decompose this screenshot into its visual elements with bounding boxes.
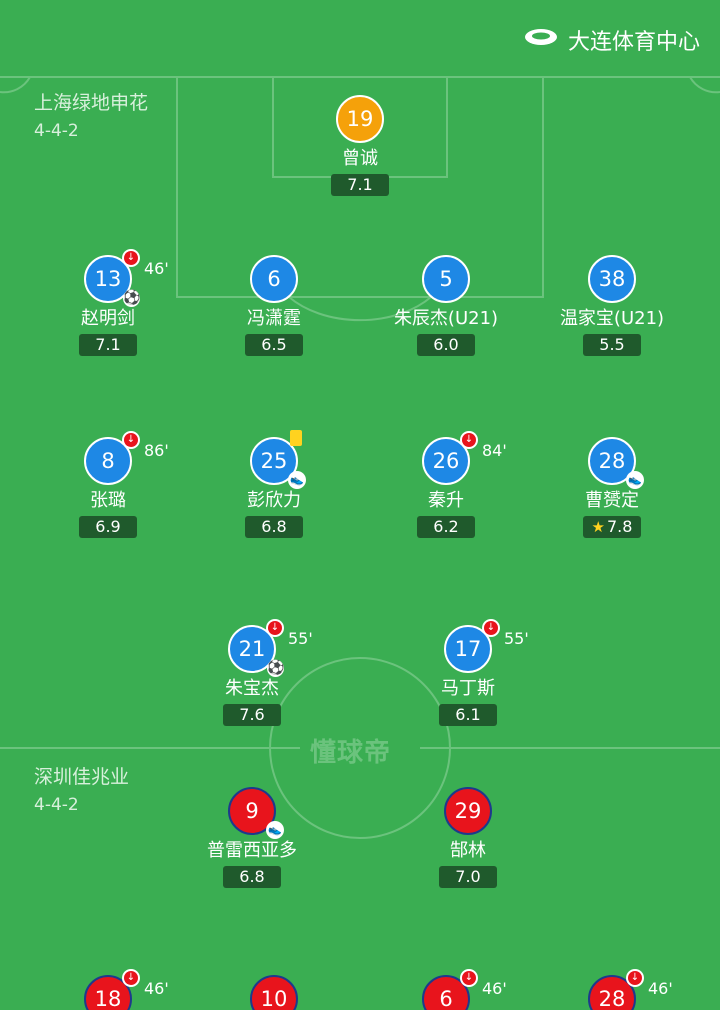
venue-name: 大连体育中心: [567, 30, 700, 55]
player-number: 18 ↓ 46': [84, 969, 169, 1010]
player-name: 彭欣力: [247, 490, 301, 511]
player-number: 5: [422, 255, 470, 303]
player-card[interactable]: 28 👟 曹赟定 ★7.8: [542, 437, 682, 538]
substituted-off-icon: ↓: [122, 431, 140, 449]
player-card[interactable]: 9 👟 普雷西亚多 6.8: [182, 787, 322, 888]
player-number: 21 ↓ 55' ⚽: [228, 619, 313, 677]
player-name: 朱辰杰(U21): [393, 308, 499, 329]
player-number: 26 ↓ 84': [422, 431, 507, 485]
player-number: 19: [336, 95, 384, 143]
player-name: 秦升: [428, 490, 464, 511]
sub-minute: 46': [144, 979, 169, 998]
player-rating: 6.8: [223, 866, 281, 888]
home-team-label: 上海绿地申花 4-4-2: [34, 89, 148, 145]
player-rating: 6.9: [79, 516, 137, 538]
substituted-off-icon: ↓: [460, 431, 478, 449]
player-card[interactable]: 8 ↓ 86' 张璐 6.9: [38, 431, 178, 538]
player-card[interactable]: 25 👟 彭欣力 6.8: [204, 430, 344, 538]
player-card[interactable]: 38 温家宝(U21) 5.5: [542, 255, 682, 356]
player-name: 曹赟定: [585, 490, 639, 511]
player-name: 朱宝杰: [225, 678, 279, 699]
star-icon: ★: [591, 518, 605, 536]
player-rating: 7.1: [331, 174, 389, 196]
stadium-icon: [524, 27, 558, 53]
goal-ball-icon: ⚽: [267, 660, 285, 677]
player-name: 马丁斯: [441, 678, 495, 699]
player-number: 10: [250, 975, 298, 1010]
player-number: 6: [250, 255, 298, 303]
player-card[interactable]: 13 ↓ 46' ⚽ 赵明剑 7.1: [38, 249, 178, 356]
player-rating: 7.0: [439, 866, 497, 888]
substituted-off-icon: ↓: [122, 249, 140, 267]
player-number: 28 ↓ 46': [588, 969, 673, 1010]
player-number: 25 👟: [250, 430, 306, 489]
sub-minute: 86': [144, 441, 169, 460]
player-card[interactable]: 21 ↓ 55' ⚽ 朱宝杰 7.6: [182, 619, 322, 726]
player-card[interactable]: 28 ↓ 46': [542, 969, 682, 1010]
player-card[interactable]: 6 冯潇霆 6.5: [204, 255, 344, 356]
player-card[interactable]: 26 ↓ 84' 秦升 6.2: [376, 431, 516, 538]
player-name: 温家宝(U21): [559, 308, 665, 329]
player-card[interactable]: 10: [204, 975, 344, 1010]
watermark-logo: 懂球帝: [310, 738, 392, 768]
player-card[interactable]: 18 ↓ 46': [38, 969, 178, 1010]
assist-boot-icon: 👟: [266, 821, 284, 839]
player-number: 8 ↓ 86': [84, 431, 169, 485]
substituted-off-icon: ↓: [266, 619, 284, 637]
player-number: 28 👟: [588, 437, 644, 489]
player-rating: 6.2: [417, 516, 475, 538]
venue-label: 大连体育中心: [524, 24, 700, 56]
assist-boot-icon: 👟: [626, 471, 644, 489]
player-name: 赵明剑: [81, 308, 135, 329]
sub-minute: 84': [482, 441, 507, 460]
substituted-off-icon: ↓: [482, 619, 500, 637]
player-number: 29: [444, 787, 492, 835]
goal-ball-icon: ⚽: [123, 290, 141, 307]
player-rating: 6.1: [439, 704, 497, 726]
home-team-name: 上海绿地申花: [34, 92, 149, 114]
player-rating: 6.5: [245, 334, 303, 356]
away-team-label: 深圳佳兆业 4-4-2: [34, 763, 129, 819]
away-team-formation: 4-4-2: [34, 795, 79, 815]
substituted-off-icon: ↓: [626, 969, 644, 987]
player-name: 冯潇霆: [247, 308, 301, 329]
yellow-card-icon: [290, 430, 302, 446]
player-number: 9 👟: [228, 787, 284, 839]
player-number: 17 ↓ 55': [444, 619, 529, 673]
sub-minute: 46': [482, 979, 507, 998]
player-number: 6 ↓ 46': [422, 969, 507, 1010]
player-card[interactable]: 5 朱辰杰(U21) 6.0: [376, 255, 516, 356]
player-number: 13 ↓ 46' ⚽: [84, 249, 169, 307]
player-name: 郜林: [450, 840, 486, 861]
player-card[interactable]: 6 ↓ 46': [376, 969, 516, 1010]
sub-minute: 46': [144, 259, 169, 278]
sub-minute: 55': [504, 629, 529, 648]
player-card[interactable]: 29 郜林 7.0: [398, 787, 538, 888]
substituted-off-icon: ↓: [122, 969, 140, 987]
player-rating: 6.0: [417, 334, 475, 356]
player-rating: ★7.8: [583, 516, 641, 538]
sub-minute: 46': [648, 979, 673, 998]
player-card[interactable]: 19 曾诚 7.1: [290, 95, 430, 196]
assist-boot-icon: 👟: [288, 471, 306, 489]
player-rating: 7.6: [223, 704, 281, 726]
away-team-name: 深圳佳兆业: [34, 766, 130, 788]
home-team-formation: 4-4-2: [34, 121, 79, 141]
player-rating: 6.8: [245, 516, 303, 538]
substituted-off-icon: ↓: [460, 969, 478, 987]
player-rating: 7.1: [79, 334, 137, 356]
player-rating: 5.5: [583, 334, 641, 356]
player-number: 38: [588, 255, 636, 303]
player-card[interactable]: 17 ↓ 55' 马丁斯 6.1: [398, 619, 538, 726]
player-name: 张璐: [90, 490, 126, 511]
player-name: 普雷西亚多: [207, 840, 297, 861]
player-name: 曾诚: [342, 148, 378, 169]
sub-minute: 55': [288, 629, 313, 648]
